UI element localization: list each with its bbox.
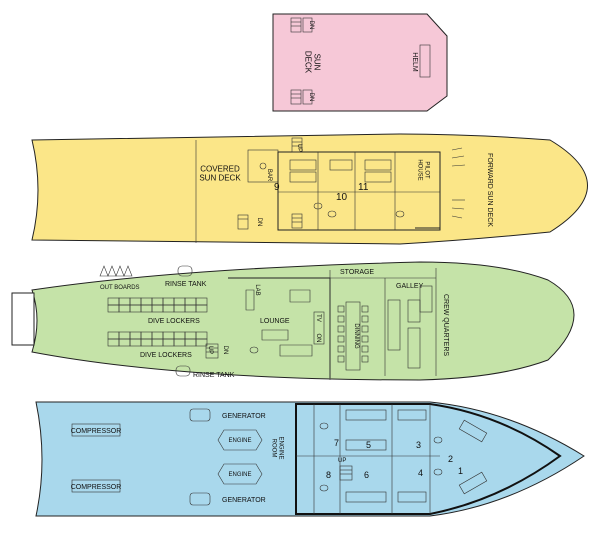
tv-unit xyxy=(313,311,325,345)
dining-table xyxy=(345,301,361,371)
cabin-9-number: 9 xyxy=(274,182,280,193)
dining-chair xyxy=(361,345,369,353)
dining-chair xyxy=(337,335,345,343)
engine-label: ENGINE xyxy=(228,472,251,478)
generator-label: GENERATOR xyxy=(222,413,266,420)
up-label: UP xyxy=(296,144,302,152)
forward-steps xyxy=(451,147,466,219)
toilet-icons xyxy=(319,422,443,492)
lab-label: LAB xyxy=(254,284,260,295)
sun-deck-title: SUNDECK xyxy=(304,51,322,74)
compressor-label: COMPRESSOR xyxy=(71,484,122,491)
dive-lockers-label: DIVE LOCKERS xyxy=(140,352,192,359)
compressor-bottom xyxy=(71,479,121,493)
engine-bottom xyxy=(217,463,263,485)
rinse-tank-label: RINSE TANK xyxy=(193,372,235,379)
dining-chair xyxy=(337,305,345,313)
compressor-top xyxy=(71,423,121,437)
generator-label: GENERATOR xyxy=(222,497,266,504)
dive-locker xyxy=(195,304,208,313)
out-boards-label: OUT BOARDS xyxy=(100,285,140,291)
cabin-10-number: 10 xyxy=(336,192,348,203)
main-deck-outline xyxy=(31,261,575,381)
helm-label: HELM xyxy=(411,52,418,72)
engine-label: ENGINE xyxy=(228,438,251,444)
cabin-7-number: 7 xyxy=(334,438,339,448)
galley-label: GALLEY xyxy=(396,283,424,290)
dive-locker xyxy=(195,338,208,347)
dn-label: DN xyxy=(308,21,314,30)
stairs-icon xyxy=(339,465,353,481)
dive-lockers-top xyxy=(107,297,208,313)
bed-icons xyxy=(345,409,488,503)
bar-stool-icon xyxy=(259,162,267,170)
forward-sun-deck-label: FORWARD SUN DECK xyxy=(486,153,493,227)
lower-deck: COMPRESSOR COMPRESSOR GENERATOR GENERATO… xyxy=(35,401,585,517)
upper-deck-outline xyxy=(31,133,588,245)
generator-top xyxy=(189,408,211,422)
upper-deck: BAR UP DN xyxy=(31,133,588,245)
dining-chair xyxy=(361,315,369,323)
main-deck: OUT BOARDS RINSE TANK RINSE TANK DIVE LO… xyxy=(11,261,575,381)
cabin-5-number: 5 xyxy=(366,440,371,450)
dn-label: DN xyxy=(256,218,262,227)
stairs-icon xyxy=(290,17,302,105)
cabin-1-number: 1 xyxy=(458,466,463,476)
swim-platform xyxy=(11,292,35,346)
dining-chair xyxy=(361,335,369,343)
stairs-icon xyxy=(205,343,219,359)
engine-top xyxy=(217,429,263,451)
sun-deck-outline xyxy=(272,13,448,112)
cabin-11-number: 11 xyxy=(358,182,369,193)
up-label: UP xyxy=(338,458,346,464)
sun-deck: DN DN SUNDECK HELM xyxy=(272,13,448,112)
crew-quarters-label: CREW QUARTERS xyxy=(442,294,449,356)
cabin-block xyxy=(295,403,562,515)
storage-label: STORAGE xyxy=(340,269,374,276)
cabin-2-number: 2 xyxy=(448,454,453,464)
dinning-label: DINNING xyxy=(353,323,359,349)
out-boards-icon xyxy=(99,265,133,277)
dive-lockers-bottom xyxy=(107,331,208,347)
dining-chair xyxy=(337,355,345,363)
lower-deck-outline xyxy=(35,401,585,517)
on-label: ON xyxy=(315,334,321,343)
dn-label: DN xyxy=(222,346,228,355)
dining-chairs xyxy=(337,305,369,363)
cabin-numbers: 12 3 4 5 6 7 8 xyxy=(326,438,463,480)
dining-chair xyxy=(361,325,369,333)
cabin-4-number: 4 xyxy=(418,468,423,478)
dn-label: DN xyxy=(308,93,314,102)
bar-label: BAR xyxy=(266,169,272,182)
lounge-label: LOUNGE xyxy=(260,318,290,325)
dining-chair xyxy=(337,345,345,353)
toilet-icon xyxy=(249,346,259,354)
cabin-8-number: 8 xyxy=(326,470,331,480)
bed-icons xyxy=(289,159,392,183)
dining-chair xyxy=(361,355,369,363)
stairs-icon xyxy=(237,137,303,230)
dining-chair xyxy=(337,315,345,323)
helm-console xyxy=(419,44,431,78)
engine-room-label: ENGINEROOM xyxy=(271,436,284,459)
up-label: UP xyxy=(207,346,213,354)
compressor-label: COMPRESSOR xyxy=(71,428,122,435)
dive-lockers-label: DIVE LOCKERS xyxy=(148,318,200,325)
rinse-tank-top xyxy=(177,265,193,277)
generator-bottom xyxy=(189,492,211,506)
cabin-6-number: 6 xyxy=(364,470,369,480)
rinse-tank-label: RINSE TANK xyxy=(165,281,207,288)
pilot-house-label: PILOTHOUSE xyxy=(417,159,430,180)
cabin-3-number: 3 xyxy=(416,440,421,450)
tv-label: TV xyxy=(315,314,321,322)
toilet-icons xyxy=(313,202,405,218)
dining-chair xyxy=(361,305,369,313)
dining-chair xyxy=(337,325,345,333)
rinse-tank-bottom xyxy=(175,365,191,377)
